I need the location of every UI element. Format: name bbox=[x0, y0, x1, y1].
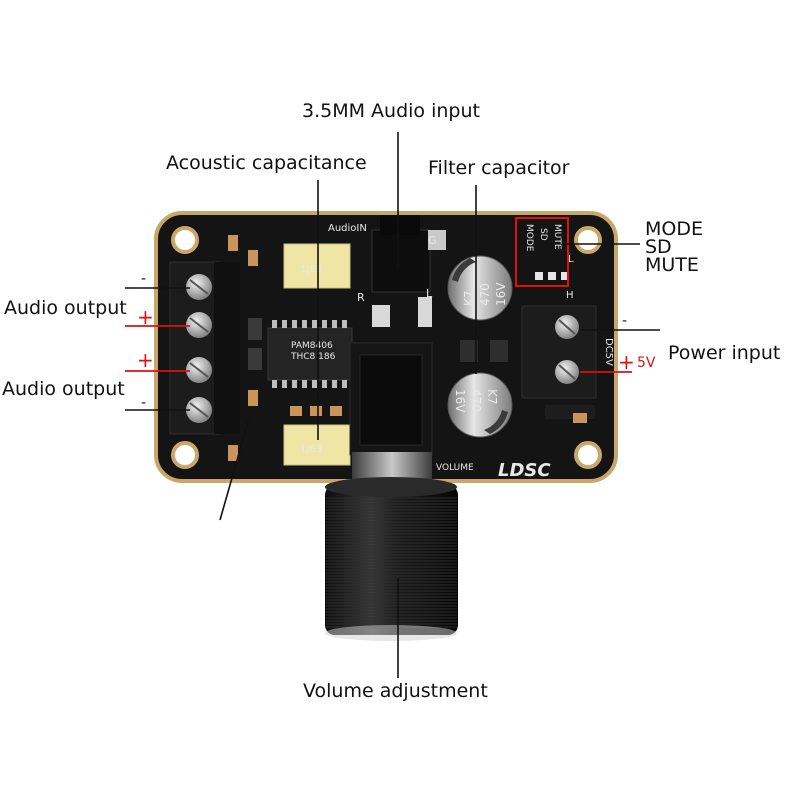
electrolytic-capacitor-top bbox=[447, 255, 513, 321]
potentiometer bbox=[349, 342, 433, 482]
silk-g: G bbox=[428, 234, 437, 247]
silk-h: H bbox=[566, 290, 574, 301]
silk-elec-bottom-line1: K7 bbox=[485, 389, 499, 405]
amplifier-chip bbox=[267, 320, 353, 388]
label-power-input: Power input bbox=[668, 342, 781, 364]
label-acoustic-capacitance: Acoustic capacitance bbox=[166, 152, 367, 174]
power-voltage: 5V bbox=[637, 355, 656, 371]
silk-elec-top-line1: K7 bbox=[462, 290, 476, 306]
audio-jack bbox=[371, 215, 446, 327]
silk-dc5v: DC5V bbox=[603, 338, 614, 366]
silk-mode: MODE bbox=[524, 224, 534, 252]
label-filter-capacitor: Filter capacitor bbox=[428, 157, 570, 179]
mode-jumper-header bbox=[515, 217, 569, 287]
label-audio-output-top: Audio output bbox=[4, 297, 127, 319]
sign-out-bottom-minus: - bbox=[141, 395, 147, 411]
silk-audio-in: AudioIN bbox=[328, 223, 367, 234]
red-wires bbox=[125, 325, 632, 373]
silk-brand: LDSC bbox=[498, 460, 551, 481]
silk-l: L bbox=[426, 287, 433, 300]
sign-out-top-plus: + bbox=[137, 305, 154, 329]
leader-lines bbox=[125, 132, 660, 678]
silk-sd: SD bbox=[538, 228, 548, 241]
label-volume-adjustment: Volume adjustment bbox=[303, 680, 488, 702]
sign-power-plus: + bbox=[618, 350, 635, 374]
label-mode: MODE bbox=[645, 218, 703, 240]
label-audio-output-bottom: Audio output bbox=[2, 378, 125, 400]
silk-chip-line2: THC8 186 bbox=[290, 352, 336, 362]
silk-volume: VOLUME bbox=[436, 463, 474, 473]
sign-out-top-minus: - bbox=[141, 271, 147, 287]
power-terminal-block bbox=[521, 305, 597, 419]
silk-chip-line1: PAM8406 bbox=[291, 341, 333, 351]
silk-cap-left-bottom: 1J63 bbox=[300, 444, 322, 455]
highlight-box bbox=[515, 217, 569, 287]
volume-knob bbox=[325, 477, 458, 641]
silk-r: R bbox=[357, 291, 365, 304]
sign-power-minus: - bbox=[622, 313, 628, 329]
film-capacitor-top bbox=[283, 243, 351, 289]
label-audio-input: 3.5MM Audio input bbox=[302, 100, 480, 122]
label-mute: MUTE bbox=[645, 254, 699, 276]
silk-mute: MUTE bbox=[552, 224, 562, 250]
mounting-holes bbox=[171, 226, 602, 469]
label-sd: SD bbox=[645, 236, 672, 258]
output-terminal-block bbox=[169, 261, 240, 435]
silk-elec-top-line2: 470 bbox=[478, 283, 492, 306]
electrolytic-capacitor-bottom bbox=[447, 372, 513, 438]
silk-cap-left-top: 1J63 bbox=[300, 264, 322, 275]
smd-components bbox=[228, 235, 587, 461]
sign-out-bottom-plus: + bbox=[137, 348, 154, 372]
silk-elec-bottom-line2: 470 bbox=[469, 389, 483, 412]
silk-elec-top-line3: 16V bbox=[494, 282, 508, 306]
silk-elec-bottom-line3: 16V bbox=[453, 389, 467, 413]
silk-l-small: L bbox=[568, 254, 574, 265]
